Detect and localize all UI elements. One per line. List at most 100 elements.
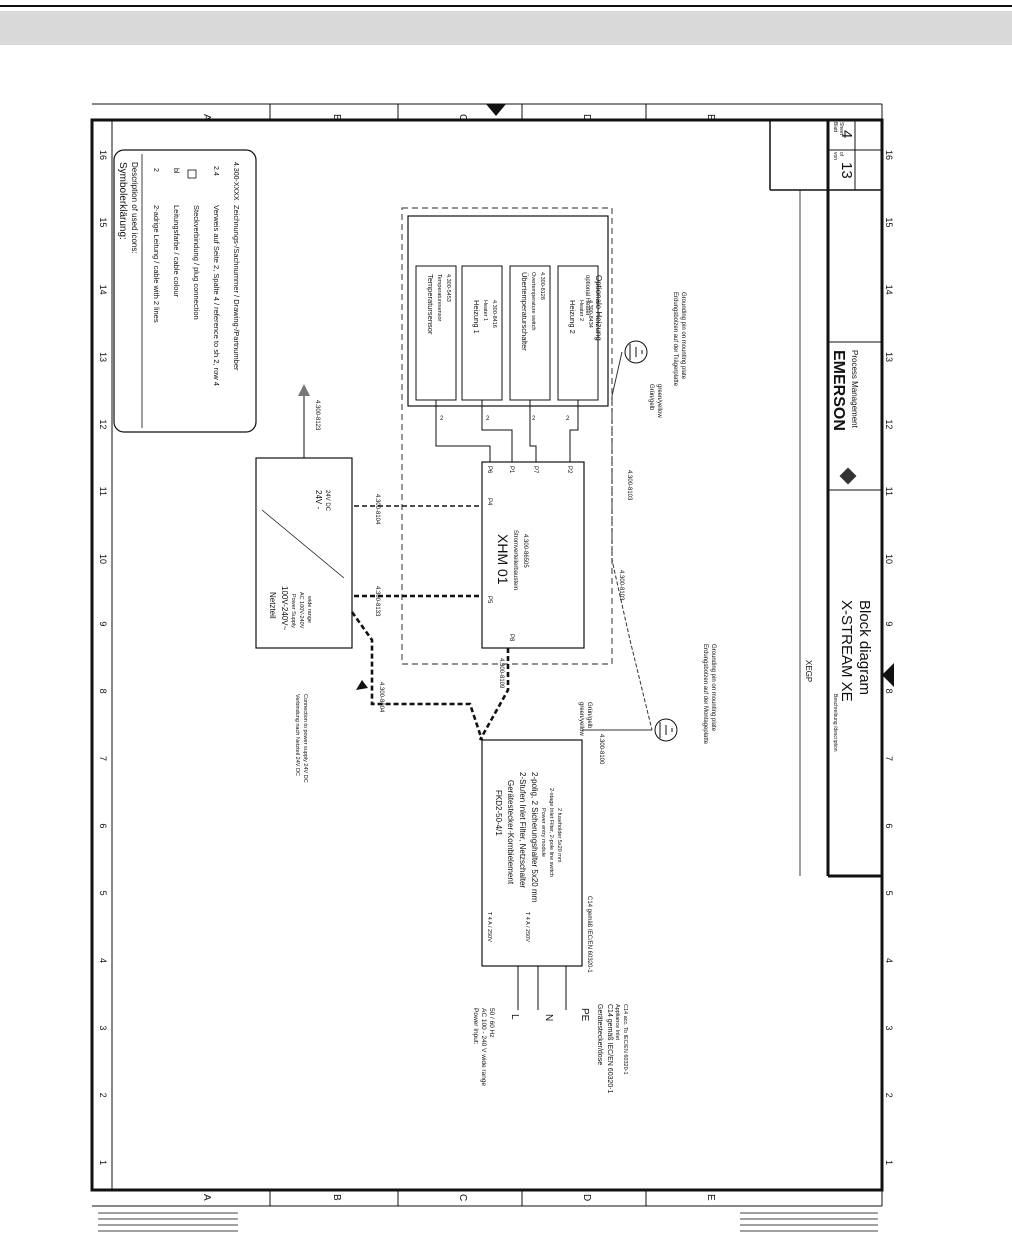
column-number: 8 bbox=[884, 689, 894, 694]
svg-text:Appliance Inlet: Appliance Inlet bbox=[614, 1004, 620, 1041]
column-number: 14 bbox=[884, 285, 894, 295]
svg-text:wide range: wide range bbox=[306, 595, 312, 623]
svg-text:2: 2 bbox=[486, 416, 490, 422]
legend-title: Symbolerklärung: bbox=[117, 162, 128, 240]
ground-note-lower: Erdungsbolzen auf der Montageplatte bbox=[702, 644, 708, 745]
svg-text:4.300-XXXX: 4.300-XXXX bbox=[232, 162, 239, 201]
column-number: 10 bbox=[884, 554, 894, 564]
column-number: 11 bbox=[884, 487, 894, 496]
product-name: X-STREAM XE bbox=[838, 600, 855, 702]
svg-text:2.4: 2.4 bbox=[212, 166, 219, 176]
svg-text:2: 2 bbox=[566, 416, 570, 422]
svg-text:2 fuseholder 5x20 mm: 2 fuseholder 5x20 mm bbox=[556, 808, 562, 863]
svg-text:2-Stufen Inlet Filter, Netzsch: 2-Stufen Inlet Filter, Netzschalter bbox=[518, 772, 527, 888]
svg-text:C: C bbox=[457, 1194, 468, 1201]
svg-text:P2: P2 bbox=[566, 466, 572, 474]
connection-note: Verbindung nach Netzteil 24V DC bbox=[294, 694, 300, 776]
svg-text:AC 100 - 240 V wide range: AC 100 - 240 V wide range bbox=[480, 1008, 487, 1086]
svg-text:Heater 1: Heater 1 bbox=[482, 300, 488, 321]
column-number: 8 bbox=[98, 689, 108, 694]
svg-text:Gerätestecker/dose: Gerätestecker/dose bbox=[596, 1004, 603, 1065]
svg-text:100V-240V~: 100V-240V~ bbox=[280, 586, 289, 631]
svg-text:P1: P1 bbox=[508, 466, 514, 474]
svg-text:4.300-8416: 4.300-8416 bbox=[491, 300, 497, 328]
svg-text:4.300-8133: 4.300-8133 bbox=[374, 586, 380, 617]
svg-text:Blatt: Blatt bbox=[832, 122, 838, 133]
column-number: 7 bbox=[98, 756, 108, 761]
heater-box-4: Heizung 2 Heater 2 4.300-8434 bbox=[557, 265, 599, 401]
svg-text:50 / 60 Hz: 50 / 60 Hz bbox=[488, 1008, 495, 1038]
svg-text:E: E bbox=[705, 1194, 716, 1201]
legend-item: Verweis auf Seite 2, Spalte 4 / referenc… bbox=[212, 205, 221, 386]
column-number: 5 bbox=[884, 891, 894, 896]
column-number: 6 bbox=[884, 823, 894, 828]
svg-text:Sheet: Sheet bbox=[838, 122, 844, 136]
emerson-logo-icon bbox=[839, 467, 857, 485]
document-code: XEGP bbox=[804, 660, 813, 682]
svg-text:24V DC: 24V DC bbox=[324, 490, 330, 512]
svg-text:2: 2 bbox=[440, 416, 444, 422]
top-rule bbox=[0, 5, 1012, 7]
column-number: 15 bbox=[98, 217, 108, 227]
column-number: 4 bbox=[884, 958, 894, 963]
legend-item: 2-adrige Leitung / cable with 2 lines bbox=[152, 205, 161, 323]
svg-text:T 4 A / 250V: T 4 A / 250V bbox=[486, 912, 492, 942]
svg-text:4.300-8104: 4.300-8104 bbox=[374, 494, 380, 525]
optional-heating-group: Optionale Heizung optional Heater Temper… bbox=[407, 215, 609, 407]
svg-text:Grün/gelb: Grün/gelb bbox=[648, 384, 654, 411]
legend-subtitle: Description of used icons: bbox=[130, 162, 139, 254]
brand-logo-text: EMERSON bbox=[830, 350, 847, 431]
xhm01-title: XHM 01 bbox=[495, 534, 511, 585]
svg-text:Temperaturesensor: Temperaturesensor bbox=[436, 274, 442, 322]
svg-text:Connection to power supply 24V: Connection to power supply 24V DC bbox=[302, 694, 308, 783]
svg-text:D: D bbox=[581, 1194, 592, 1201]
column-number: 1 bbox=[98, 1160, 108, 1165]
column-number: 2 bbox=[98, 1093, 108, 1098]
legend-item: Leitungsfarbe / cable colour bbox=[172, 205, 181, 298]
svg-text:Beschreibung /description: Beschreibung /description bbox=[832, 694, 838, 752]
svg-text:green/yellow: green/yellow bbox=[656, 384, 662, 418]
column-number: 9 bbox=[884, 621, 894, 626]
svg-text:4.300-8128: 4.300-8128 bbox=[539, 272, 545, 300]
column-number: 3 bbox=[98, 1025, 108, 1030]
svg-text:Gerätestecker-Kombielement: Gerätestecker-Kombielement bbox=[506, 780, 515, 885]
power-supply-box: Netzteil 100V-240V~ Power Supply AC 100V… bbox=[255, 457, 353, 649]
svg-text:Übertemperaturschalter: Übertemperaturschalter bbox=[520, 272, 529, 351]
svg-text:2-stage Inlet Filter, 2-pole l: 2-stage Inlet Filter, 2-pole line switch bbox=[548, 788, 554, 877]
legend-item: Zeichnungs-/Sachnummer / Drawing-/Partnu… bbox=[232, 205, 241, 371]
svg-text:Temperatursensor: Temperatursensor bbox=[426, 274, 435, 335]
column-number: 1 bbox=[884, 1160, 894, 1165]
ground-symbol-upper bbox=[624, 340, 648, 364]
svg-text:Heater 2: Heater 2 bbox=[578, 300, 584, 321]
heater-box-3: Übertemperaturschalter Overtemperature s… bbox=[509, 265, 551, 401]
svg-text:B: B bbox=[331, 114, 342, 121]
svg-text:D: D bbox=[581, 114, 592, 121]
column-number: 4 bbox=[98, 958, 108, 963]
title-block: Blatt Sheet von of 4 13 EMERSON Process … bbox=[769, 120, 882, 878]
svg-text:4.300-5453: 4.300-5453 bbox=[445, 274, 451, 302]
svg-text:Heizung 2: Heizung 2 bbox=[568, 300, 577, 334]
svg-text:2: 2 bbox=[152, 168, 159, 172]
terminal-pe: PE bbox=[579, 1008, 590, 1022]
svg-text:4.300-86505: 4.300-86505 bbox=[522, 534, 528, 568]
svg-text:2-polig, 2 Sicherungshalter 5x: 2-polig, 2 Sicherungshalter 5x20 mm bbox=[530, 772, 539, 903]
svg-text:C: C bbox=[457, 114, 468, 121]
legend-box: Symbolerklärung: Description of used ico… bbox=[113, 149, 257, 433]
svg-text:of: of bbox=[838, 152, 844, 157]
svg-text:P8: P8 bbox=[508, 634, 514, 642]
svg-text:24V -: 24V - bbox=[314, 490, 323, 509]
svg-text:Power Input:: Power Input: bbox=[472, 1008, 479, 1045]
row-labels-top: A B C D E bbox=[201, 114, 716, 121]
svg-text:2: 2 bbox=[532, 416, 536, 422]
column-number: 3 bbox=[884, 1025, 894, 1030]
column-number: 6 bbox=[98, 823, 108, 828]
svg-text:4.300-8123: 4.300-8123 bbox=[314, 400, 320, 431]
svg-text:P4: P4 bbox=[486, 498, 492, 506]
svg-text:B: B bbox=[331, 1194, 342, 1201]
ground-symbol-lower bbox=[654, 718, 678, 742]
filter-title: FKD2-50-4/1 bbox=[494, 790, 503, 836]
svg-text:Power entry module: Power entry module bbox=[540, 808, 546, 857]
